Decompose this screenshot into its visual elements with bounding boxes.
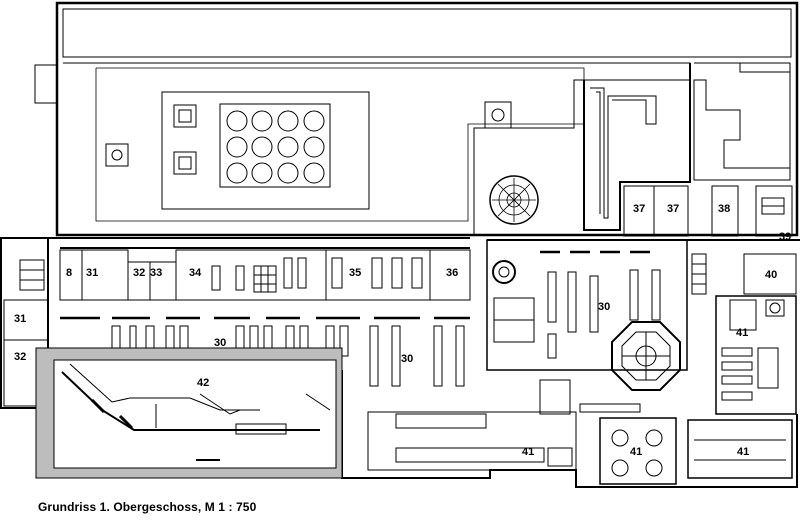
top-strip [62,8,792,58]
tank-block [219,103,331,188]
beamline [61,363,331,461]
tank-room-41 [599,417,677,485]
room-label: 30 [401,353,413,365]
room-label: 40 [765,269,777,281]
room-42 [53,359,337,469]
room-label: 34 [189,267,202,279]
corridor-bottom [539,379,571,415]
octagon-machine [611,321,681,391]
pillar [111,149,123,161]
room-label: 41 [737,446,749,458]
pillar [173,104,197,128]
top-right-notch [739,63,790,73]
room-label: 32 [133,267,145,279]
room-39 [755,185,793,237]
room-40 [743,253,797,295]
room-label: 37 [633,203,645,215]
pillar [178,156,192,170]
tanks [226,110,325,184]
hall-41-bottom [367,411,577,471]
annex-left [34,64,58,104]
room-label: 41 [630,446,642,458]
hall-41-bottom-right [687,419,793,479]
outer-wall-top [55,1,799,237]
tree-icon [492,178,536,222]
grid-table [253,265,277,293]
corridor-u [590,87,657,219]
right-top-area [693,62,791,181]
room-label: 42 [197,377,209,389]
right-block-outline [583,63,691,231]
pillar [484,101,512,129]
room-label: 36 [446,267,458,279]
corridor-u2 [596,91,601,214]
stair-left [19,259,45,291]
room-label: 35 [349,267,361,279]
room-label: 31 [86,267,98,279]
corridor-dashes [60,250,650,320]
room-labels: 8 31 32 33 34 35 36 37 37 38 39 40 31 32… [14,203,791,458]
pillar [105,143,129,167]
room-37-b [653,185,689,237]
room-label: 37 [667,203,679,215]
hall-41-right [715,295,797,415]
room-label: 41 [736,327,748,339]
room-label: 30 [598,301,610,313]
hall-inner [95,67,585,222]
plan-caption: Grundriss 1. Obergeschoss, M 1 : 750 [38,500,257,514]
pillar [491,108,505,122]
room-label: 41 [522,446,534,458]
room-36 [429,249,471,301]
shelving [547,269,661,359]
room-label: 38 [718,203,730,215]
tree-icon [489,175,539,225]
room-label: 8 [66,267,72,279]
room-label: 33 [150,267,162,279]
room-label: 32 [14,351,26,363]
tanks-41 [611,429,663,477]
room-label: 39 [779,231,791,243]
hall-outline [63,62,691,235]
room-label: 31 [14,313,26,325]
machine-platform [161,91,370,210]
pillar [173,151,197,175]
spiral-stair-icon [492,260,516,284]
pillar [178,109,192,123]
room-label: 30 [214,337,226,349]
shelving [111,257,465,387]
benches [721,299,779,401]
room-38 [711,185,739,237]
hall-30-right [486,239,688,371]
